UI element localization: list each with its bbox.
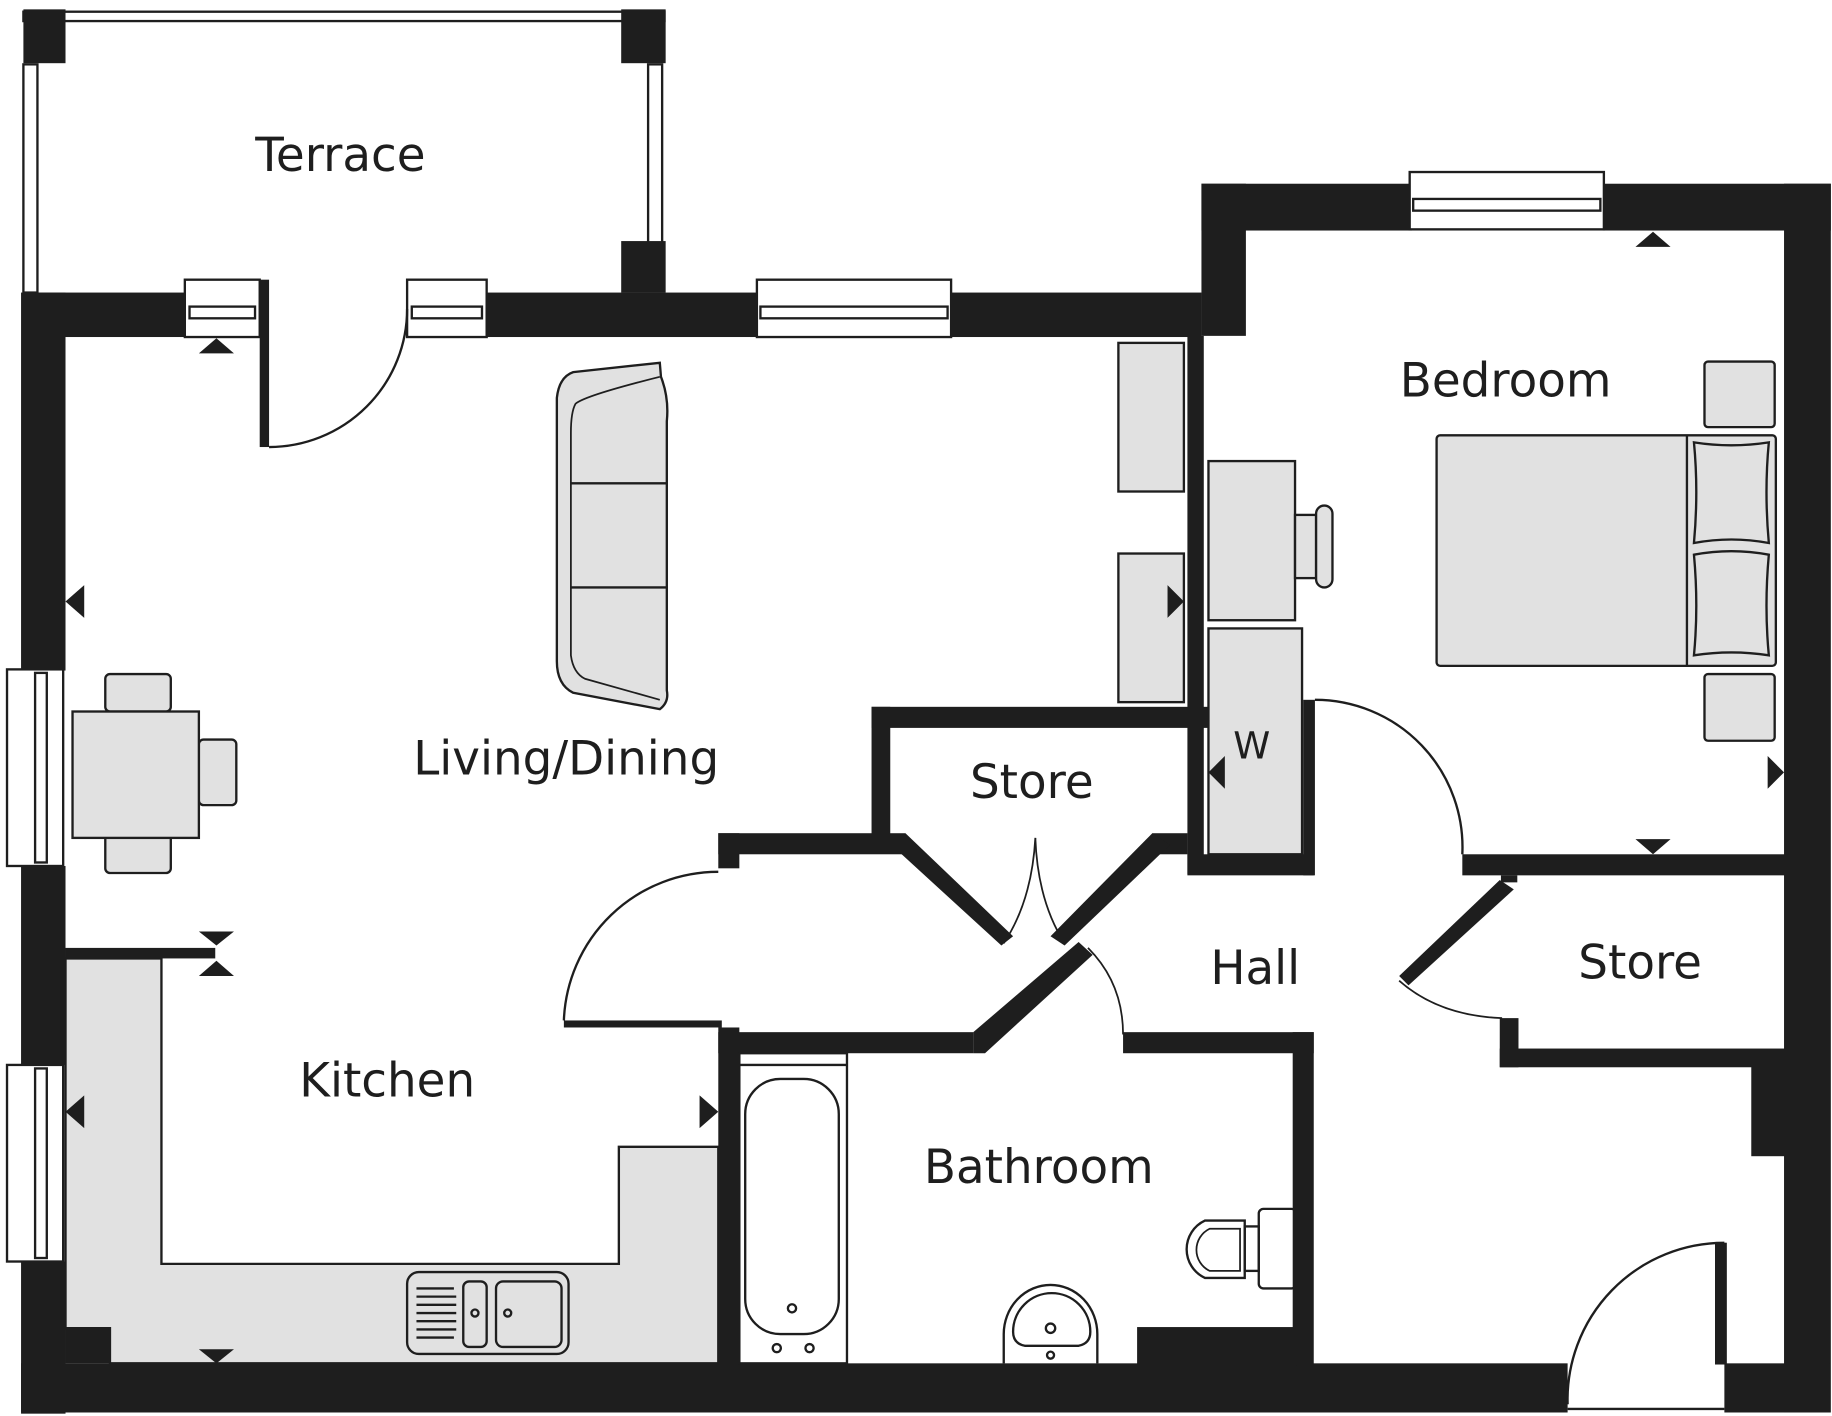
interior-walls	[65, 335, 1788, 1367]
cabinets-living	[1117, 341, 1186, 704]
elevation-markers	[65, 231, 1785, 1364]
bed	[1435, 434, 1778, 668]
label-bedroom: Bedroom	[1400, 355, 1612, 409]
label-bathroom: Bathroom	[924, 1141, 1154, 1195]
windows	[5, 170, 1606, 1263]
label-wardrobe: W	[1233, 723, 1270, 767]
label-living-dining: Living/Dining	[413, 733, 719, 787]
label-store-1: Store	[970, 756, 1094, 810]
toilet	[1185, 1207, 1298, 1290]
terrace-area	[22, 9, 666, 294]
window-living-top	[755, 278, 953, 339]
label-hall: Hall	[1210, 942, 1300, 996]
nightstands	[1703, 360, 1776, 742]
washbasin	[1002, 1283, 1099, 1364]
label-kitchen: Kitchen	[299, 1055, 475, 1109]
window-terrace-left	[183, 278, 261, 339]
room-labels: Terrace Bedroom Living/Dining Store W Ha…	[254, 129, 1702, 1195]
desk-and-chair	[1207, 459, 1334, 622]
exterior-walls	[21, 183, 1831, 1414]
window-kitchen-left	[5, 1063, 65, 1263]
sofa	[555, 361, 669, 711]
window-living-left	[5, 668, 65, 868]
doors	[259, 279, 1727, 1411]
kitchen-counter	[64, 957, 720, 1365]
dining-set	[71, 672, 238, 875]
window-terrace-right	[405, 278, 488, 339]
label-store-2: Store	[1578, 936, 1702, 990]
window-bedroom-top	[1408, 170, 1606, 231]
bathtub	[738, 1052, 849, 1365]
kitchen-sink	[405, 1270, 570, 1356]
label-terrace: Terrace	[254, 129, 425, 183]
wardrobe	[1207, 627, 1304, 856]
